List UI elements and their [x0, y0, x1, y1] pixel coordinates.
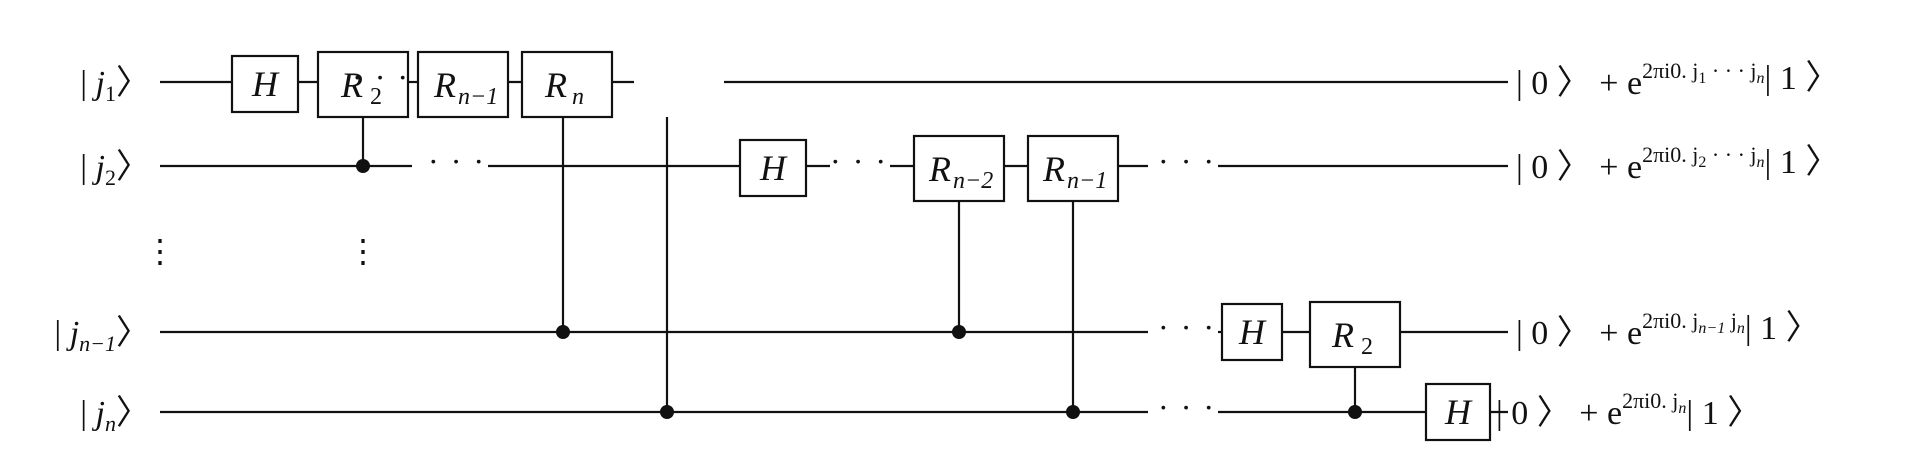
gate-subscript: n — [572, 84, 584, 110]
control-dots — [356, 159, 1362, 419]
gate-label: R — [1331, 315, 1354, 355]
control-dot — [1066, 405, 1080, 419]
input-label-j2: | j2〉 — [80, 149, 150, 190]
vertical-ellipsis: ⋮ — [347, 233, 379, 269]
gate-r2-rown1: R 2 — [1308, 300, 1402, 369]
control-dot — [660, 405, 674, 419]
control-dot — [556, 325, 570, 339]
input-label-jn: | jn〉 — [80, 395, 150, 436]
control-lines — [361, 117, 1357, 412]
gate-subscript: 2 — [1361, 334, 1373, 360]
gate-h-rown: H — [1424, 382, 1492, 442]
svg-text:n: n — [572, 84, 584, 110]
wires — [160, 80, 1508, 414]
output-label-rown: | 0 〉 + e2πi0. jn| 1 〉 — [1496, 388, 1761, 432]
control-dot — [952, 325, 966, 339]
gate-rn2-row2: R n−2 — [912, 134, 1006, 203]
svg-text:n−1: n−1 — [1067, 168, 1107, 194]
vertical-ellipsis: ⋮ — [144, 233, 176, 269]
ellipsis: · · · — [1158, 389, 1216, 425]
gate-subscript: n−2 — [953, 168, 993, 194]
gate-rn-row1: R n — [520, 50, 614, 119]
gate-label: H — [1238, 312, 1267, 352]
svg-text:n−1: n−1 — [458, 84, 498, 110]
svg-text:2: 2 — [1361, 334, 1373, 360]
gate-subscript: 2 — [370, 84, 382, 110]
gate-r2-row1: R 2 — [316, 50, 410, 119]
svg-text:R: R — [340, 65, 363, 105]
gate-label: R — [1042, 149, 1065, 189]
svg-text:R: R — [544, 65, 567, 105]
input-label-jn1: | jn−1〉 — [54, 315, 150, 356]
input-labels: | j1〉 | j2〉 | jn−1〉 | jn〉 — [54, 65, 150, 436]
ellipsis: · · · — [1158, 143, 1216, 179]
svg-text:2: 2 — [370, 84, 382, 110]
svg-text:n−2: n−2 — [953, 168, 993, 194]
gate-rn1-row1: R n−1 — [416, 50, 510, 119]
svg-text:R: R — [928, 149, 951, 189]
gate-h-rown1: H — [1220, 302, 1284, 362]
gate-label: R — [544, 65, 567, 105]
output-label-row2: | 0 〉 + e2πi0. j2 · · · jn| 1 〉 — [1516, 142, 1839, 186]
vertical-ellipses: ⋮ ⋮ — [144, 233, 379, 269]
gate-label: R — [928, 149, 951, 189]
control-dot — [1348, 405, 1362, 419]
output-label-rown1: | 0 〉 + e2πi0. jn−1 jn| 1 〉 — [1516, 308, 1820, 352]
output-labels: | 0 〉 + e2πi0. j1 · · · jn| 1 〉 | 0 〉 + … — [1496, 58, 1839, 432]
gate-subscript: n−1 — [458, 84, 498, 110]
ellipsis: · · · — [830, 143, 888, 179]
control-dot — [356, 159, 370, 173]
gate-h-row2: H — [738, 138, 808, 198]
ellipsis: · · · — [1158, 309, 1216, 345]
gate-label: R — [340, 65, 363, 105]
ellipsis: · · · — [428, 143, 486, 179]
svg-text:R: R — [433, 65, 456, 105]
gate-rn1-row2: R n−1 — [1026, 134, 1120, 203]
horizontal-ellipses: · · · · · · · · · · · · · · · · · · — [352, 59, 1216, 425]
input-label-j1: | j1〉 — [80, 65, 150, 106]
svg-text:R: R — [1331, 315, 1354, 355]
gate-subscript: n−1 — [1067, 168, 1107, 194]
gate-label: H — [251, 64, 280, 104]
gate-label: H — [1444, 392, 1473, 432]
output-label-row1: | 0 〉 + e2πi0. j1 · · · jn| 1 〉 — [1516, 58, 1839, 102]
gate-label: H — [759, 148, 788, 188]
gate-label: R — [433, 65, 456, 105]
gate-h-row1: H — [230, 54, 300, 114]
ellipsis: · · · — [352, 59, 410, 95]
svg-text:R: R — [1042, 149, 1065, 189]
